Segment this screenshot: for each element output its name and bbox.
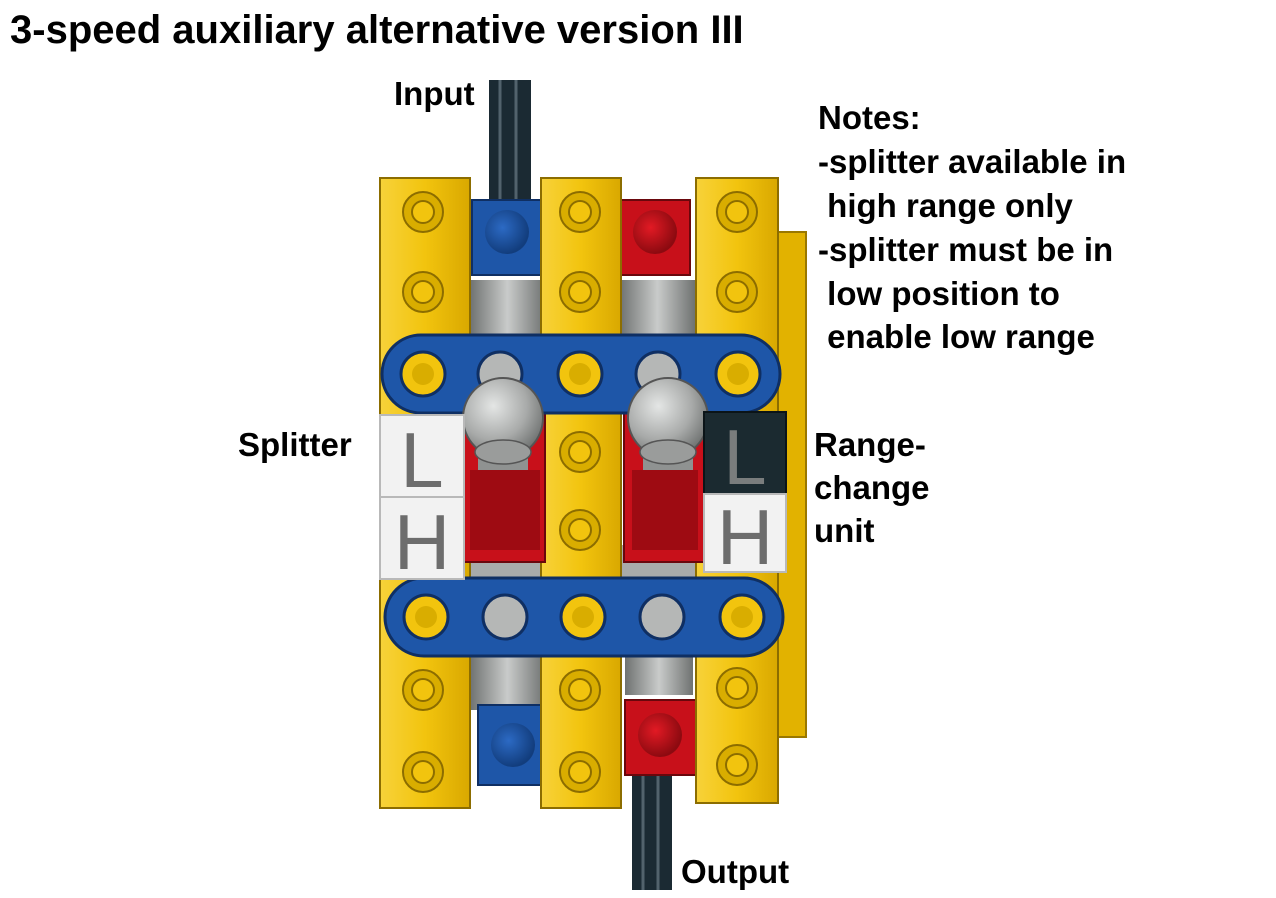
- red-pin-icon: [633, 210, 677, 254]
- splitter-low-tile: L: [379, 414, 465, 504]
- upper-blue-liftarm: [380, 333, 782, 415]
- input-axle: [489, 80, 531, 220]
- diagram-title: 3-speed auxiliary alternative version II…: [10, 8, 744, 52]
- output-label: Output: [681, 853, 790, 890]
- blue-pin-icon: [491, 723, 535, 767]
- range-change-unit-label: Range- change unit: [814, 426, 930, 549]
- range-high-tile: H: [703, 493, 787, 581]
- output-axle: [632, 760, 672, 890]
- splitter-label: Splitter: [238, 426, 352, 463]
- splitter-high-tile: H: [379, 496, 465, 586]
- red-pin-icon: [638, 713, 682, 757]
- splitter-low-letter: L: [400, 416, 443, 504]
- notes-text: Notes: -splitter available in high range…: [818, 99, 1127, 356]
- splitter-high-letter: H: [394, 498, 450, 586]
- blue-pin-icon: [485, 210, 529, 254]
- range-low-letter: L: [723, 413, 766, 501]
- lower-blue-liftarm: [383, 576, 785, 658]
- splitter-knob-icon[interactable]: [462, 377, 544, 470]
- range-low-tile: L: [703, 411, 787, 501]
- beam-holes: [402, 191, 758, 793]
- input-label: Input: [394, 75, 475, 112]
- range-high-letter: H: [717, 493, 773, 581]
- range-knob-icon[interactable]: [627, 377, 709, 470]
